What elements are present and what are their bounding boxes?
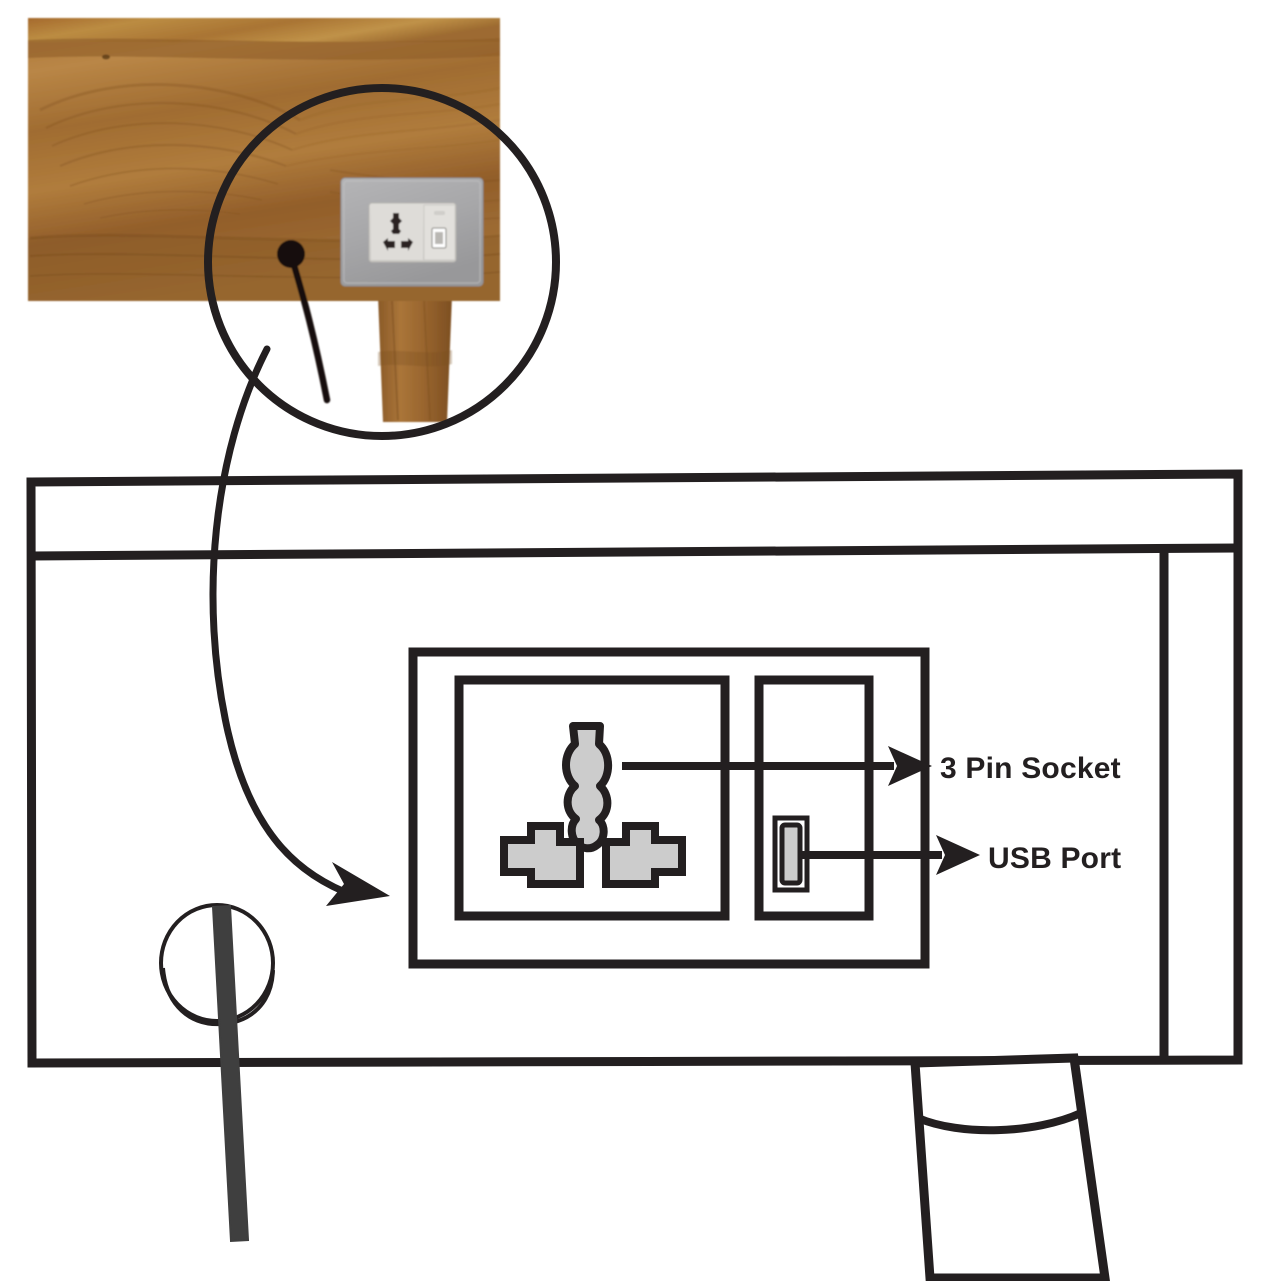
neutral-pin-slot	[602, 822, 686, 888]
callout-leader-arrow	[209, 345, 390, 906]
table-top-line-drawing	[26, 469, 1243, 1068]
socket-callout-label: 3 Pin Socket	[940, 752, 1121, 785]
power-cable	[211, 904, 250, 1243]
live-pin-slot	[500, 822, 584, 888]
photo-table-leg	[378, 296, 452, 422]
photo-wall-socket	[340, 177, 484, 287]
callout-socket	[622, 746, 932, 786]
arrowhead-socket-icon	[888, 746, 932, 786]
magnifier-circle-icon	[204, 84, 560, 440]
table-top-edge-band	[30, 543, 1239, 561]
table-leg	[910, 1053, 1110, 1281]
usb-callout-label: USB Port	[988, 842, 1121, 875]
table-top-outline	[26, 469, 1243, 1068]
photo-inset	[28, 18, 500, 422]
arrowhead-usb-icon	[936, 835, 980, 875]
callout-usb	[800, 835, 980, 875]
socket-faceplate-group	[408, 647, 930, 969]
photo-power-cable	[277, 240, 331, 404]
earth-pin-slot	[562, 722, 613, 853]
